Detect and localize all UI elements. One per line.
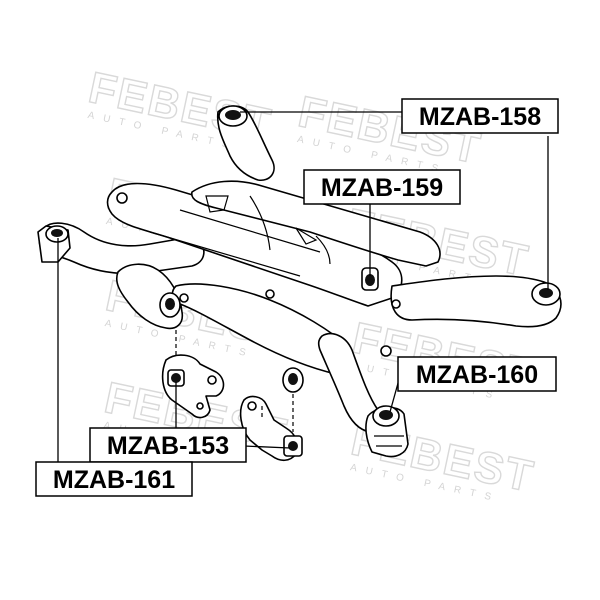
frame-detail [205,195,318,245]
label-text: MZAB-158 [419,103,541,131]
part-label-mzab-158: MZAB-158 [401,98,559,134]
bushing-160 [365,405,409,458]
label-text: MZAB-159 [321,174,443,202]
part-label-mzab-160: MZAB-160 [397,356,557,392]
bushing-158 [218,105,248,127]
rear-subframe [37,105,562,458]
bushing-161 [37,225,71,263]
part-label-mzab-153: MZAB-153 [89,427,247,463]
part-label-mzab-161: MZAB-161 [35,461,193,497]
right-arm [390,275,562,328]
label-text: MZAB-160 [416,361,538,389]
bolt-holes [116,192,401,357]
leader-lines [57,111,549,462]
frame-detail [149,195,331,277]
leader-153-b [243,445,291,449]
bushing-159 [361,267,379,291]
diff-mount-153 [161,354,225,419]
bushing-158-right [531,282,561,306]
part-label-mzab-159: MZAB-159 [303,169,461,205]
label-text: MZAB-153 [107,432,229,460]
label-text: MZAB-161 [53,466,175,494]
bushing-center-lower [282,367,304,393]
bushing-left-mid [159,292,181,318]
